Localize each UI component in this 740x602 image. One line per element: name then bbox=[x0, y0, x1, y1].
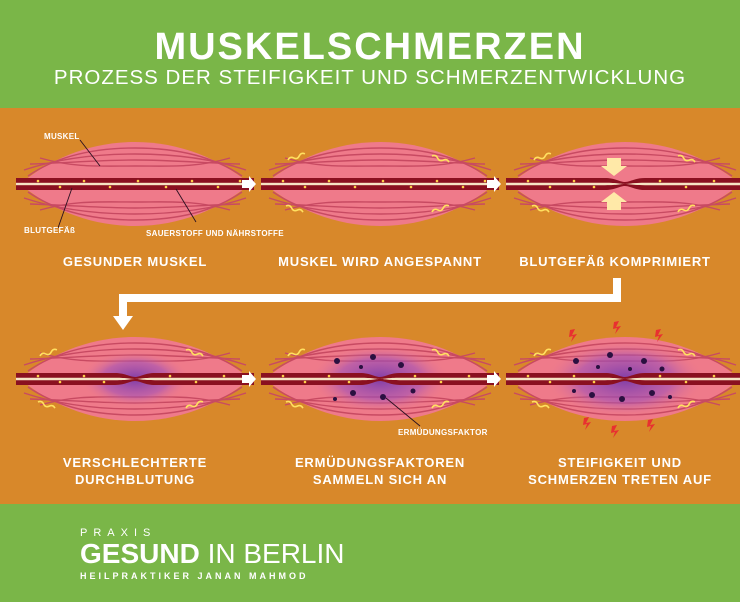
muscle-compressed bbox=[506, 141, 740, 227]
muscle-tensed bbox=[261, 141, 499, 227]
caption-step-6: STEIFIGKEIT UND SCHMERZEN TRETEN AUF bbox=[528, 455, 712, 487]
brand-subtitle: HEILPRAKTIKER JANAN MAHMOD bbox=[80, 571, 309, 581]
header: MUSKELSCHMERZEN PROZESS DER STEIFIGKEIT … bbox=[0, 0, 740, 108]
page-subtitle: PROZESS DER STEIFIGKEIT UND SCHMERZENTWI… bbox=[53, 66, 687, 89]
footer bbox=[0, 504, 740, 602]
caption-step-1: GESUNDER MUSKEL bbox=[62, 254, 208, 269]
caption-step-2: MUSKEL WIRD ANGESPANNT bbox=[278, 254, 482, 269]
connector-arrow bbox=[119, 278, 621, 318]
caption-step-5: ERMÜDUNGSFAKTOREN SAMMELN SICH AN bbox=[294, 455, 466, 487]
brand-name-bold: GESUND bbox=[80, 538, 200, 569]
muscle-poor-circulation bbox=[16, 336, 254, 422]
muscle-pain bbox=[506, 336, 740, 422]
muscle-healthy bbox=[16, 141, 254, 227]
label-fatigue: ERMÜDUNGSFAKTOR bbox=[398, 428, 488, 437]
brand-name: GESUND IN BERLIN bbox=[80, 538, 345, 570]
connector-arrowhead bbox=[113, 316, 133, 330]
label-vessel: BLUTGEFÄß bbox=[24, 226, 76, 235]
compression-arrows bbox=[601, 158, 627, 210]
leader-lines bbox=[57, 139, 421, 427]
label-nutrients: SAUERSTOFF UND NÄHRSTOFFE bbox=[146, 229, 284, 238]
caption-step-4: VERSCHLECHTERTE DURCHBLUTUNG bbox=[62, 455, 208, 487]
page-title: MUSKELSCHMERZEN bbox=[154, 26, 586, 68]
muscle-fatigue-buildup bbox=[261, 336, 499, 422]
caption-step-3: BLUTGEFÄß KOMPRIMIERT bbox=[519, 254, 711, 269]
brand-top: PRAXIS bbox=[80, 527, 157, 539]
label-muscle: MUSKEL bbox=[44, 132, 80, 141]
brand-name-rest: IN BERLIN bbox=[199, 538, 345, 569]
